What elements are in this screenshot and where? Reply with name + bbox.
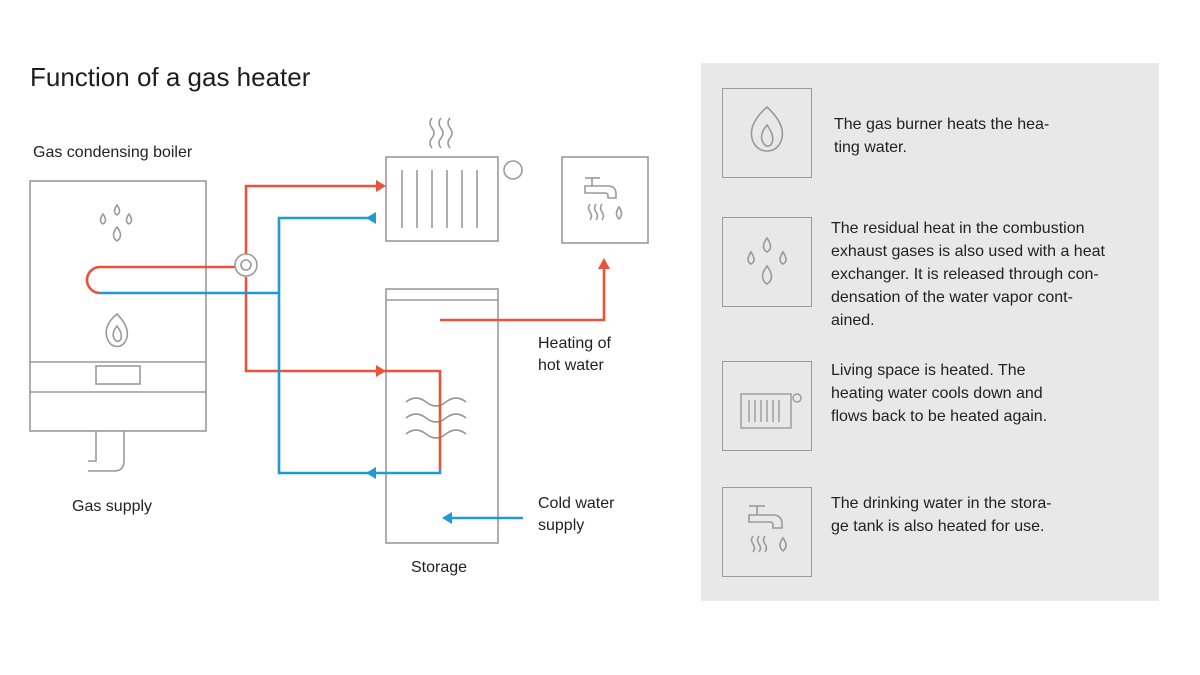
water-drops-icon xyxy=(722,217,812,307)
flame-icon xyxy=(722,88,812,178)
valve-icon xyxy=(234,253,258,277)
info-panel: The gas burner heats the hea- ting water… xyxy=(701,63,1159,601)
card-text-burner: The gas burner heats the hea- ting water… xyxy=(834,116,1050,156)
flame-icon xyxy=(105,312,129,348)
storage-label: Storage xyxy=(411,559,468,576)
faucet-icon xyxy=(561,156,649,244)
boiler xyxy=(29,180,207,432)
hot-supply-to-storage xyxy=(244,277,376,373)
storage-coil-return xyxy=(376,470,442,475)
heat-waves-icon xyxy=(429,117,453,149)
gas-supply-pipe xyxy=(88,431,97,462)
cold-water-label: Cold water supply xyxy=(538,495,615,534)
heating-system-diagram xyxy=(29,117,649,544)
radiator-icon xyxy=(722,361,812,451)
hot-water-out xyxy=(440,268,606,322)
hot-supply-to-radiator xyxy=(244,184,378,257)
card-text-living-space: Living space is heated. The heating wate… xyxy=(831,362,1048,425)
radiator-return xyxy=(277,216,376,475)
boiler-hot-loop xyxy=(85,265,246,295)
storage-tank xyxy=(385,288,499,544)
card-text-drinking-water: The drinking water in the stora- ge tank… xyxy=(831,495,1052,535)
storage-coil-hot xyxy=(376,369,442,470)
gas-supply-label: Gas supply xyxy=(72,498,153,515)
faucet-icon xyxy=(722,487,812,577)
hot-water-label: Heating of hot water xyxy=(538,335,611,374)
radiator-icon xyxy=(385,156,523,242)
water-drops-icon xyxy=(99,203,133,242)
boiler-label: Gas condensing boiler xyxy=(33,144,193,161)
card-text-condensation: The residual heat in the combustion exha… xyxy=(831,220,1105,329)
diagram-title: Function of a gas heater xyxy=(30,62,311,92)
